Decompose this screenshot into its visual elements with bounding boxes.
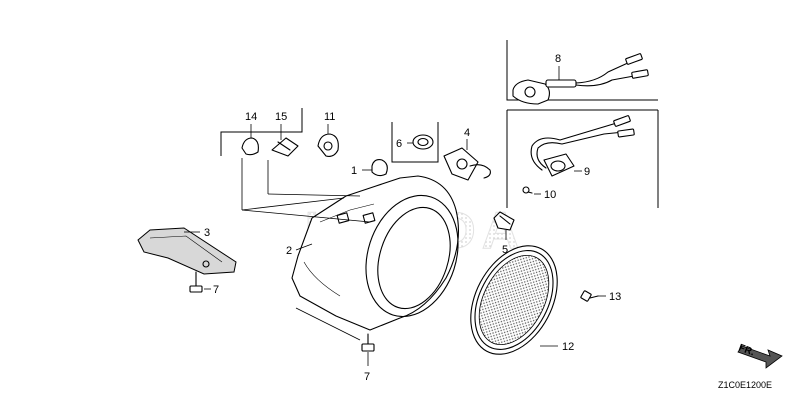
callout-15: 15 — [275, 111, 287, 123]
clamp-part-14 — [241, 124, 259, 156]
leader-lines-bracket — [241, 158, 371, 223]
bracket-frame-right — [506, 40, 659, 208]
callout-2: 2 — [286, 245, 292, 257]
bracket-frame-grommet — [391, 122, 439, 163]
callout-8: 8 — [555, 53, 561, 65]
clip-part-5 — [493, 211, 515, 240]
fan-shroud-part-2 — [291, 175, 459, 341]
reference-code: Z1C0E1200E — [718, 380, 772, 390]
callout-11: 10 — [544, 189, 556, 201]
callout-14: 14 — [245, 111, 257, 123]
callout-5: 5 — [502, 244, 508, 256]
front-direction-arrow-icon: FR. — [737, 342, 783, 369]
callout-4: 4 — [464, 127, 470, 139]
bolt-part-7a — [189, 271, 211, 293]
guide-plate-part-3 — [137, 227, 237, 275]
switch-part-4 — [443, 139, 491, 181]
bracket-frame-upper-left — [220, 108, 303, 156]
callout-7b: 7 — [364, 371, 370, 383]
oil-sensor-part-8 — [512, 53, 649, 105]
callout-13: 13 — [609, 291, 621, 303]
callout-6: 6 — [396, 138, 402, 150]
direction-label: FR. — [737, 342, 756, 358]
clip-part-1 — [362, 159, 388, 177]
clip-part-9 — [317, 124, 339, 157]
callout-7a: 7 — [213, 284, 219, 296]
bolt-part-13 — [580, 290, 606, 302]
clip-part-15 — [271, 124, 299, 157]
bolt-part-7b — [361, 333, 375, 366]
sensor-part-10 — [530, 115, 635, 177]
callout-3: 3 — [204, 227, 210, 239]
callout-10: 9 — [584, 166, 590, 178]
callout-9: 11 — [324, 111, 335, 123]
screen-grid-part-12 — [470, 245, 558, 355]
callout-12: 12 — [562, 341, 574, 353]
grommet-part-6 — [407, 134, 434, 150]
callout-1: 1 — [351, 165, 357, 177]
screw-part-11 — [522, 186, 541, 195]
